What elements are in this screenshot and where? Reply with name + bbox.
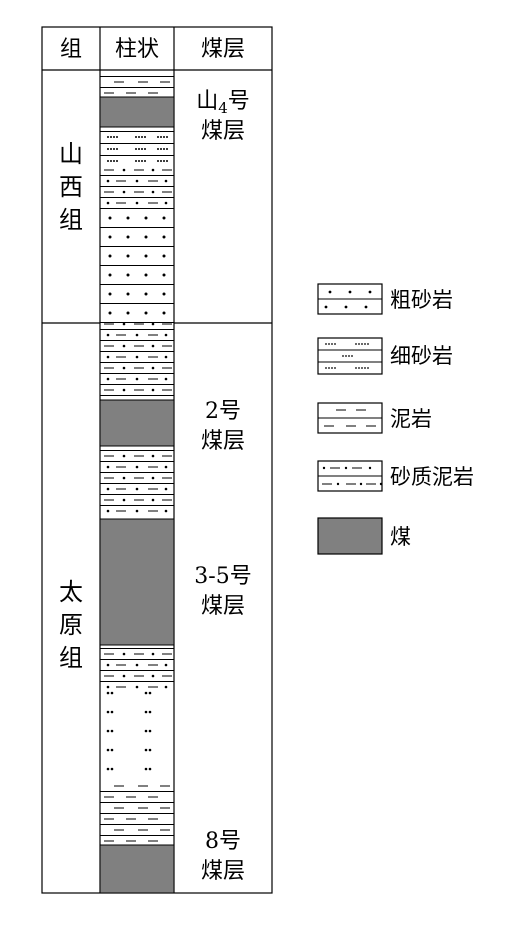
svg-text:山4号: 山4号 (196, 89, 250, 117)
header-coal-seam: 煤层 (201, 37, 245, 62)
layer-fine-sandstone (100, 129, 174, 165)
legend-label-coarse: 粗砂岩 (390, 288, 453, 312)
header-group: 组 (60, 37, 82, 62)
svg-text:山: 山 (59, 140, 83, 168)
svg-text:西: 西 (59, 173, 83, 201)
header-column: 柱状 (115, 37, 159, 62)
svg-text:3-5号: 3-5号 (194, 564, 251, 589)
svg-text:组: 组 (59, 644, 83, 672)
layer-mudstone (100, 75, 174, 97)
layer-coal-no2 (99, 399, 175, 447)
legend-item-coal: 煤 (317, 517, 411, 555)
layer-sandy-mudstone (100, 647, 174, 691)
layer-mudstone (100, 785, 174, 845)
layer-coarse-sandstone (100, 691, 174, 785)
svg-text:8号: 8号 (205, 829, 241, 854)
group-shanxi: 山 西 组 (59, 140, 83, 234)
svg-text:太: 太 (59, 578, 83, 606)
legend-item-mudstone: 泥岩 (317, 402, 432, 434)
svg-text:煤层: 煤层 (201, 859, 245, 884)
legend-swatch-coal (317, 517, 383, 555)
layer-coarse-sandstone (100, 209, 174, 323)
legend: 粗砂岩 细砂岩 泥岩 (317, 283, 474, 555)
seam-label-shan4: 山4号 煤层 (196, 89, 250, 144)
legend-label-sandymud: 砂质泥岩 (390, 465, 474, 489)
layer-coal-no8 (99, 844, 175, 894)
legend-swatch-fine (317, 337, 383, 375)
layer-coal-shan4 (99, 96, 175, 128)
group-taiyuan: 太 原 组 (59, 578, 83, 672)
legend-item-sandy-mudstone: 砂质泥岩 (317, 460, 474, 492)
seam-label-no8: 8号 煤层 (201, 829, 245, 884)
legend-label-coal: 煤 (390, 525, 411, 549)
svg-text:煤层: 煤层 (201, 429, 245, 454)
layer-sandy-mudstone (100, 450, 174, 516)
legend-label-fine: 细砂岩 (390, 344, 453, 368)
legend-item-fine-sandstone: 细砂岩 (317, 337, 453, 375)
legend-item-coarse-sandstone: 粗砂岩 (317, 283, 453, 315)
svg-text:2号: 2号 (205, 399, 241, 424)
svg-text:煤层: 煤层 (201, 119, 245, 144)
svg-text:组: 组 (59, 206, 83, 234)
layer-sandy-mudstone (100, 165, 174, 209)
lithology-column (99, 75, 175, 894)
seam-label-no2: 2号 煤层 (201, 399, 245, 454)
svg-text:原: 原 (59, 611, 83, 639)
layer-coal-no3-5 (99, 518, 175, 646)
layer-sandy-mudstone (100, 323, 174, 400)
seam-label-no3-5: 3-5号 煤层 (194, 564, 251, 619)
svg-text:煤层: 煤层 (201, 594, 245, 619)
legend-label-mud: 泥岩 (390, 407, 432, 431)
